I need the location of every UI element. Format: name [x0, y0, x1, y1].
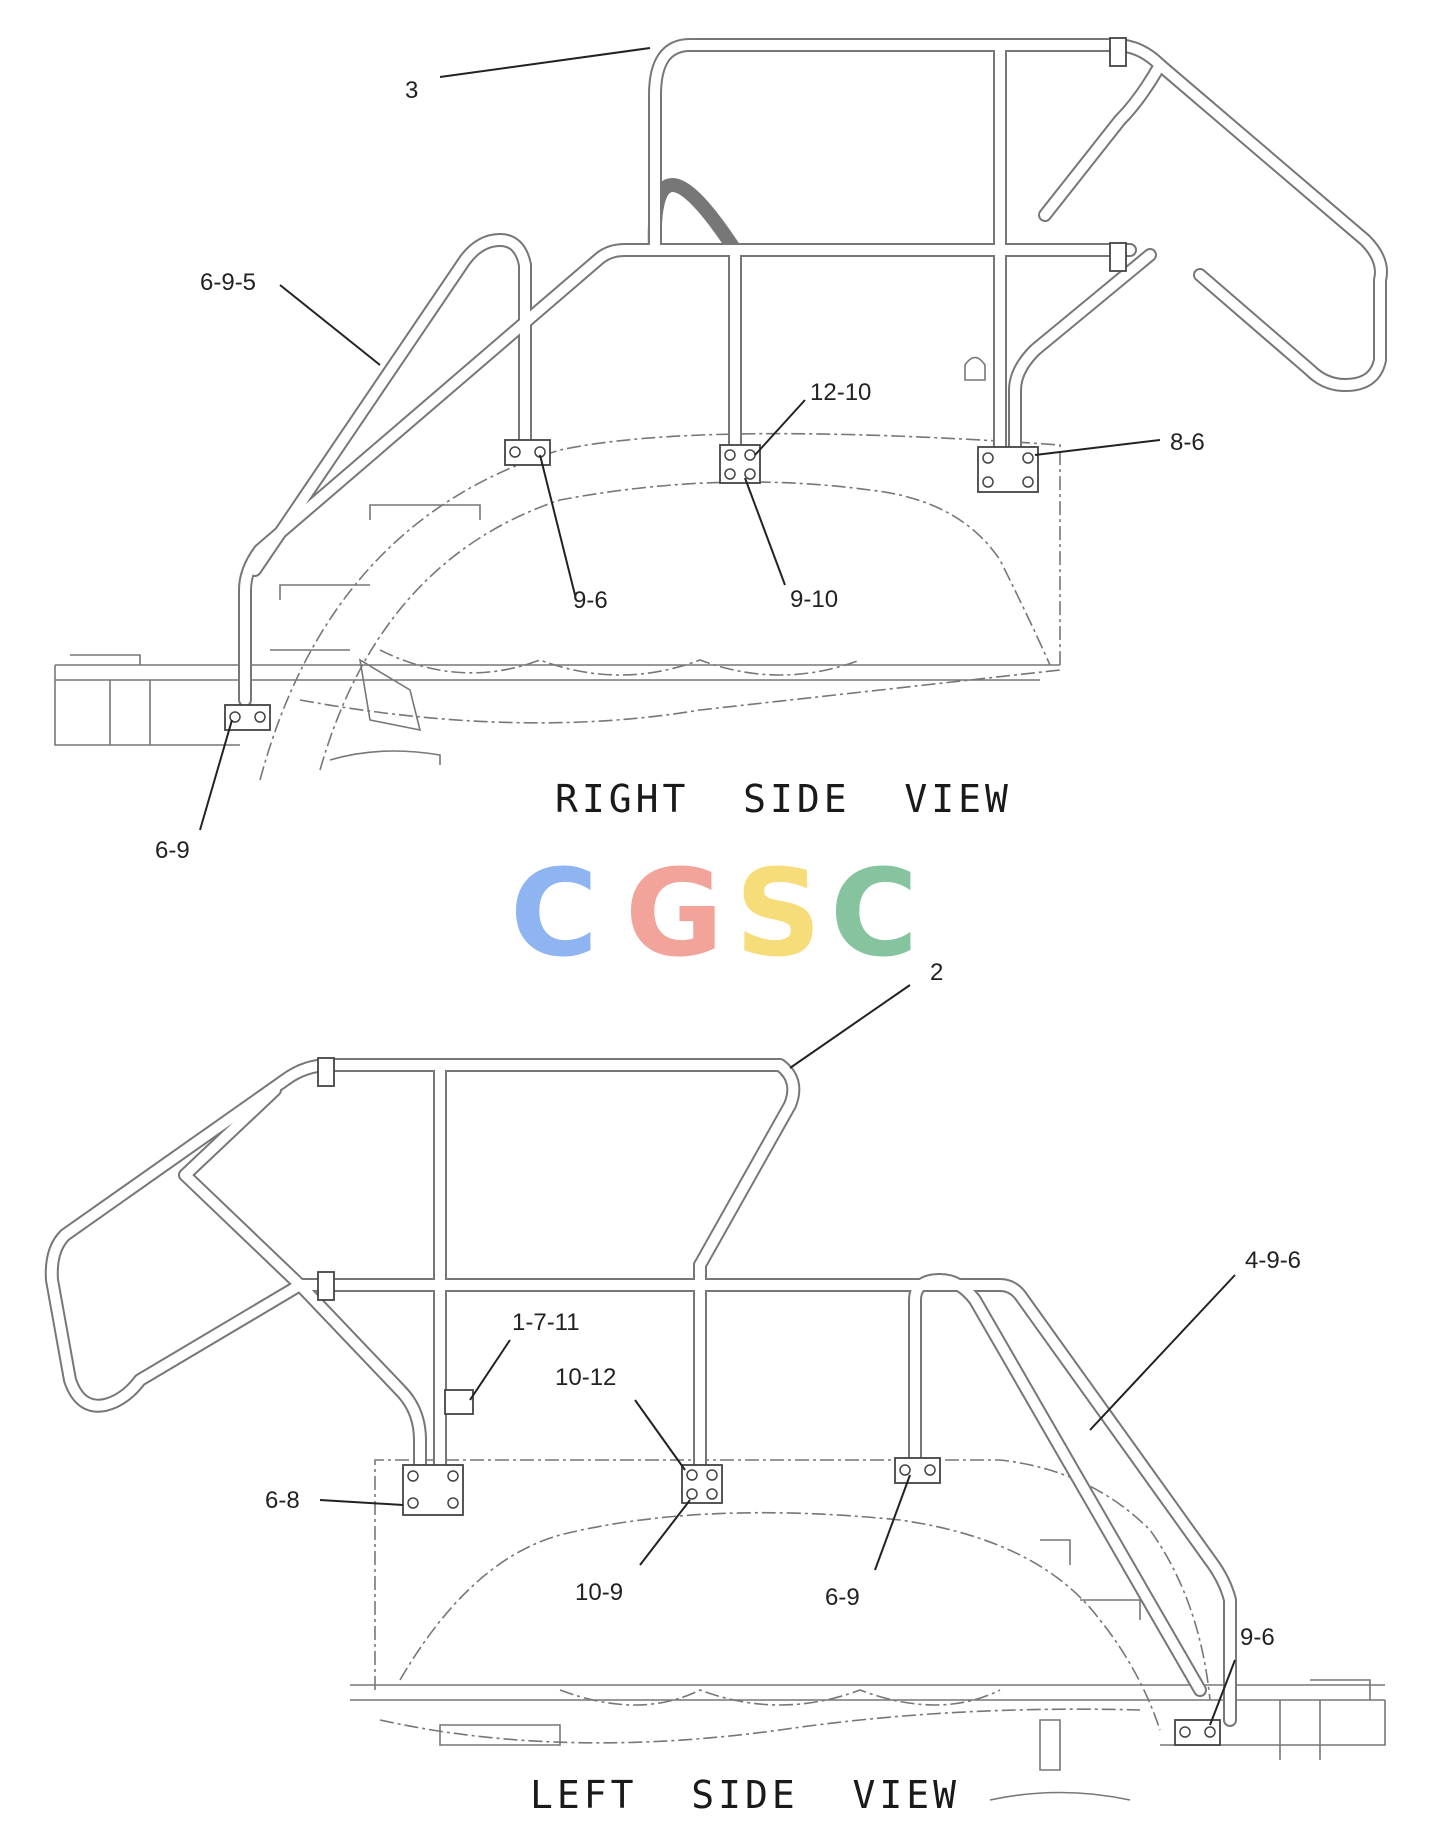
left-bracket-step: [1174, 1719, 1221, 1746]
callout-10-12: 10-12: [555, 1364, 616, 1391]
left-bracket-middle: [681, 1464, 723, 1504]
left-fender-outline: [350, 1459, 1386, 1801]
cgsc-watermark: C G S C: [510, 845, 918, 984]
callout-4-9-6: 4-9-6: [1245, 1247, 1301, 1274]
callout-6-9-5: 6-9-5: [200, 269, 256, 296]
callout-6-8: 6-8: [265, 1487, 300, 1514]
right-bracket-front: [504, 439, 551, 466]
callout-6-9-left: 6-9: [825, 1584, 860, 1611]
callout-1-7-11: 1-7-11: [512, 1309, 580, 1336]
left-handrail-2: [44, 1057, 1237, 1727]
right-handrail-3: [238, 37, 1388, 707]
right-bracket-rear: [977, 446, 1039, 493]
callout-9-6-left: 9-6: [1240, 1624, 1275, 1651]
right-bracket-middle: [719, 444, 761, 484]
callout-12-10: 12-10: [810, 379, 871, 406]
callout-9-6: 9-6: [573, 587, 608, 614]
left-side-view: 2 4-9-6 1-7-11 10-12 6-8 10-9 6-9 9-6 LE…: [44, 959, 1386, 1817]
right-bracket-step: [224, 704, 271, 731]
callout-8-6: 8-6: [1170, 429, 1205, 456]
left-bracket-rear: [402, 1464, 464, 1516]
callout-6-9: 6-9: [155, 837, 190, 864]
callout-9-10: 9-10: [790, 586, 838, 613]
left-view-title: LEFT SIDE VIEW: [530, 1773, 960, 1817]
right-view-title: RIGHT SIDE VIEW: [555, 777, 1012, 821]
callout-10-9: 10-9: [575, 1579, 623, 1606]
callout-2: 2: [930, 959, 943, 986]
callout-3: 3: [405, 77, 418, 104]
watermark-letter-1: C: [510, 845, 598, 984]
watermark-letter-4: C: [830, 845, 918, 984]
left-leader-lines: [319, 984, 1236, 1726]
watermark-letter-2: G: [625, 845, 724, 984]
right-leader-lines: [199, 47, 1161, 831]
left-bracket-front: [894, 1457, 941, 1484]
right-side-view: 3 6-9-5 12-10 8-6 9-6 9-10 6-9 RIGHT SID…: [54, 37, 1388, 864]
watermark-letter-3: S: [735, 845, 821, 984]
right-fender-outline: [54, 432, 1061, 781]
